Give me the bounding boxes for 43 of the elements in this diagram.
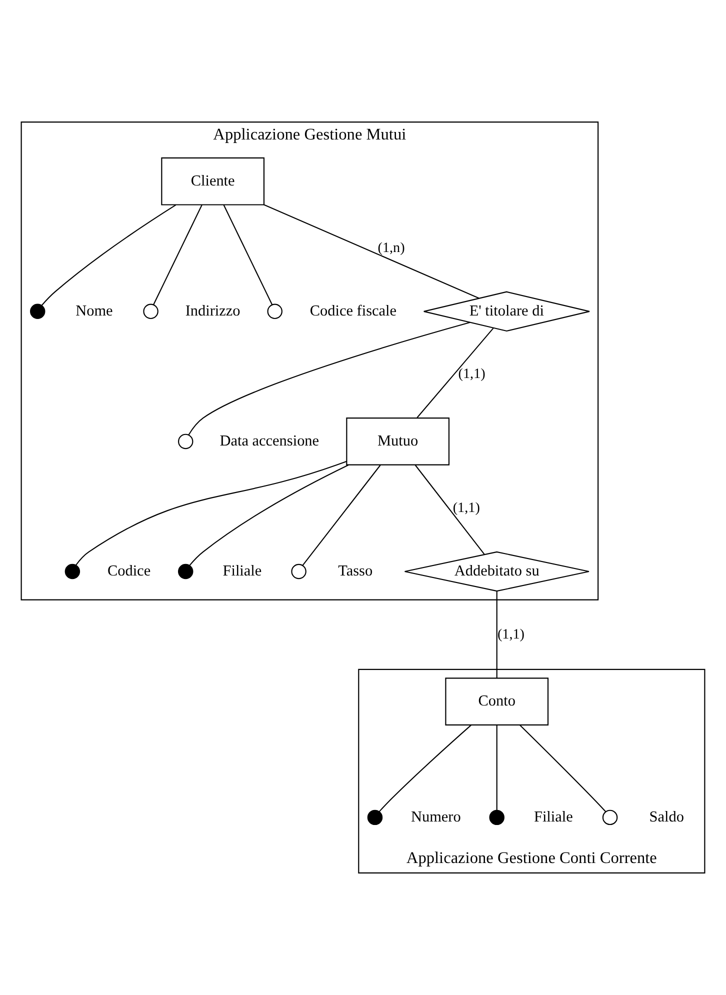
edge-label: (1,1)	[458, 366, 486, 382]
node-label: Codice fiscale	[310, 302, 397, 320]
connector	[496, 591, 498, 678]
node-dot	[367, 810, 383, 826]
node-label: Codice	[107, 562, 151, 580]
connector	[189, 464, 349, 566]
node-diamond: E' titolare di	[423, 291, 590, 332]
edge-label: (1,1)	[497, 626, 525, 642]
node-dot	[30, 304, 46, 320]
node-diamond: Addebitato su	[404, 551, 590, 592]
edge-label: (1,1)	[452, 500, 480, 516]
connector	[302, 464, 381, 566]
node-label: Filiale	[222, 562, 262, 580]
connector	[188, 322, 470, 436]
node-label: Saldo	[649, 808, 684, 826]
node-label: Data accensione	[220, 432, 320, 450]
node-label: Indirizzo	[185, 302, 240, 320]
node-circle	[143, 304, 158, 320]
connector	[378, 724, 472, 812]
connector	[414, 464, 485, 554]
node-circle	[291, 564, 306, 580]
node-label: Nome	[76, 302, 113, 320]
connector	[264, 204, 480, 299]
node-dot	[178, 564, 194, 580]
connector	[416, 328, 494, 418]
node-box: Cliente	[161, 157, 265, 206]
connector	[41, 204, 176, 306]
edge-label: (1,n)	[378, 240, 405, 256]
node-label: Numero	[410, 808, 461, 826]
connector	[153, 204, 202, 305]
node-circle	[267, 304, 282, 320]
connector	[520, 724, 606, 812]
node-box: Conto	[445, 678, 549, 726]
connector	[223, 204, 273, 305]
node-label: Filiale	[534, 808, 573, 826]
node-dot	[64, 564, 80, 580]
connector	[75, 460, 347, 566]
node-circle	[602, 810, 618, 826]
connector	[496, 725, 498, 810]
node-circle	[178, 434, 194, 450]
node-dot	[489, 810, 504, 826]
node-label: Tasso	[338, 562, 373, 580]
node-box: Mutuo	[346, 418, 450, 466]
